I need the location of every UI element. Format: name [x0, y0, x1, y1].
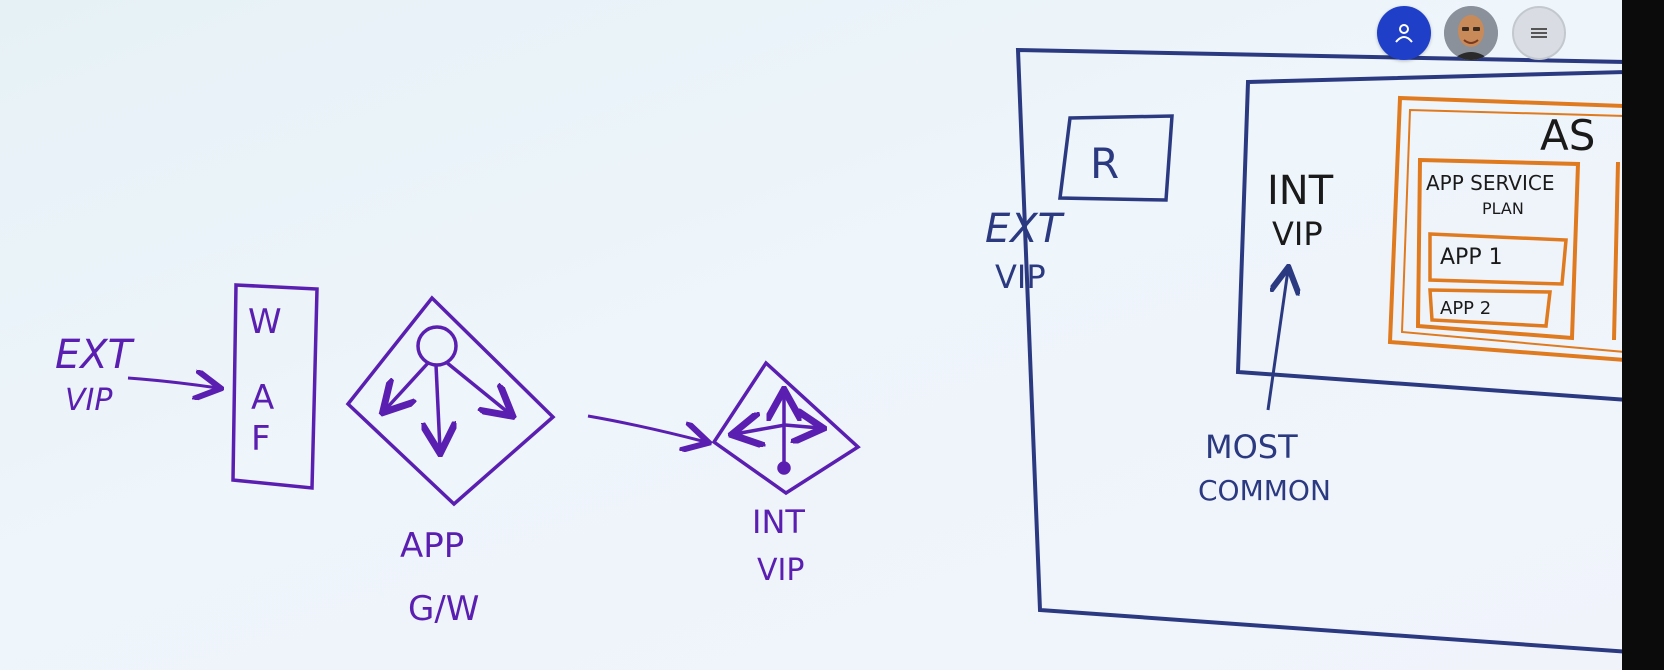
waf-letter-a: A — [251, 378, 274, 418]
app1-label: APP 1 — [1440, 245, 1503, 270]
waf-box — [231, 283, 319, 490]
app1-box — [1428, 232, 1568, 286]
ext-to-waf-arrow — [127, 378, 218, 388]
avatar-icon — [1444, 6, 1498, 60]
most-common-arrow — [1266, 270, 1288, 411]
left-ext-vip-line1: EXT — [55, 332, 136, 378]
app2-label: APP 2 — [1440, 298, 1491, 319]
presenter-avatar[interactable] — [1444, 6, 1498, 60]
second-plan-box-edge — [1612, 161, 1620, 341]
waf-letter-f: F — [251, 419, 271, 459]
app-gateway-icon — [345, 295, 556, 507]
right-int-vip-line2: VIP — [1272, 215, 1323, 253]
router-box — [1058, 114, 1174, 202]
app-service-plan-line2: PLAN — [1482, 199, 1524, 218]
user-button[interactable] — [1377, 6, 1431, 60]
right-ext-vip-line2: VIP — [995, 258, 1046, 296]
person-icon — [1395, 24, 1413, 43]
screen-edge — [1622, 0, 1664, 670]
app-service-plan-line1: APP SERVICE — [1426, 171, 1554, 195]
menu-button[interactable] — [1512, 6, 1566, 60]
right-ext-vip-line1: EXT — [985, 206, 1066, 252]
most-common-line1: MOST — [1205, 428, 1298, 466]
left-int-vip-line1: INT — [752, 503, 805, 541]
right-int-vip-line1: INT — [1267, 168, 1334, 214]
gw-to-int-vip-arrow — [587, 414, 706, 442]
waf-letter-w: W — [248, 302, 282, 342]
left-int-vip-line2: VIP — [757, 553, 804, 588]
hamburger-menu-icon — [1531, 28, 1547, 38]
left-ext-vip-line2: VIP — [65, 383, 113, 418]
int-vip-load-balancer-icon — [711, 360, 861, 496]
left-diagram: EXT VIP W A F APP G/W INT VIP — [55, 283, 861, 629]
ase-label: AS — [1540, 111, 1595, 160]
app-gw-line1: APP — [400, 526, 464, 566]
app-gw-line2: G/W — [408, 589, 479, 629]
right-diagram: R EXT VIP INT VIP MOST COMMON AS APP SER… — [985, 47, 1633, 655]
router-label: R — [1090, 139, 1119, 188]
most-common-line2: COMMON — [1198, 474, 1331, 507]
app2-box — [1428, 288, 1552, 328]
app-service-plan-box — [1415, 157, 1581, 341]
